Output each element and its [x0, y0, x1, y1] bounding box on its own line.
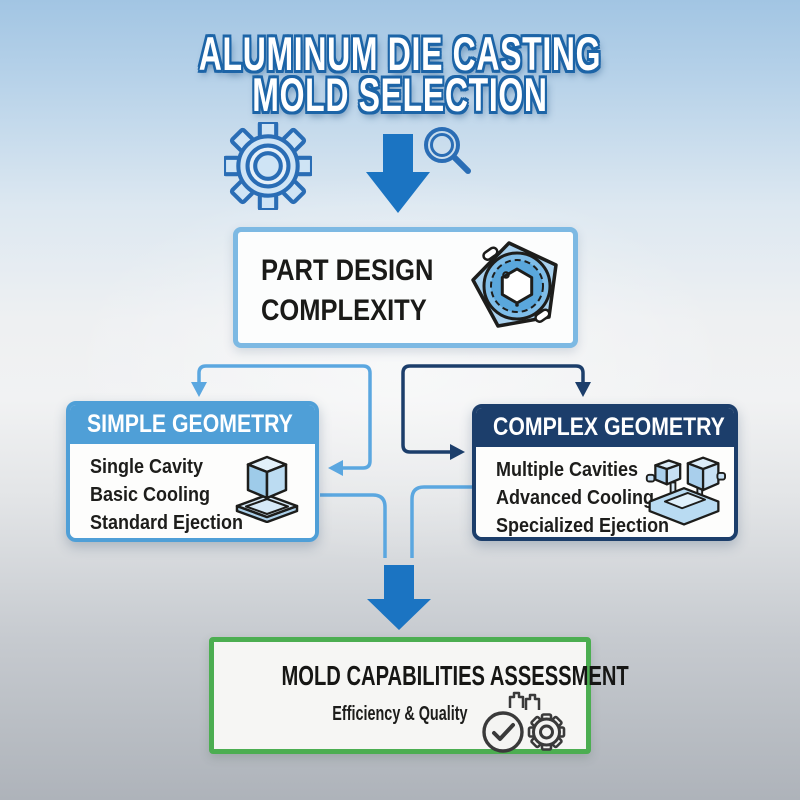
simple-geometry-body: Single Cavity Basic Cooling Standard Eje…: [70, 444, 315, 538]
arrowhead-left: [328, 460, 343, 476]
list-item: Standard Ejection: [90, 512, 244, 534]
check-circle-icon: [482, 711, 524, 753]
list-item: Advanced Cooling: [496, 487, 655, 509]
simple-geometry-header-label: SIMPLE GEOMETRY: [87, 410, 293, 438]
gear-icon: [527, 713, 566, 751]
magnifier-icon: [424, 127, 471, 174]
assessment-title: MOLD CAPABILITIES ASSESSMENT: [214, 660, 629, 692]
gear-icon: [224, 122, 312, 210]
list-item: Basic Cooling: [90, 484, 211, 506]
decision-label-line1: PART DESIGN: [261, 254, 434, 287]
assessment-title-text: MOLD CAPABILITIES ASSESSMENT: [281, 660, 629, 691]
mold-block-icon: [524, 693, 541, 710]
list-item: Multiple Cavities: [496, 459, 639, 481]
decision-box-part-design-complexity: PART DESIGN COMPLEXITY: [233, 227, 578, 348]
complex-geometry-header-label: COMPLEX GEOMETRY: [493, 413, 725, 441]
page-title-line2: MOLD SELECTION: [252, 68, 548, 121]
page-title-line1: ALUMINUM DIE CASTING: [198, 27, 602, 80]
cube-mold-icon: [235, 455, 299, 523]
down-arrow: [367, 565, 431, 630]
decision-box-label: PART DESIGN COMPLEXITY: [261, 251, 464, 331]
quality-check-gear-icons: [482, 691, 566, 753]
assessment-subtitle-text: Efficiency & Quality: [332, 703, 468, 725]
mold-block-icon: [508, 691, 525, 708]
machined-part-icon: [471, 241, 558, 328]
arrowhead-down: [191, 382, 207, 397]
assessment-box-mold-capabilities: MOLD CAPABILITIES ASSESSMENT Efficiency …: [209, 637, 629, 754]
connector-complex-down: [410, 485, 472, 558]
decision-label-line2: COMPLEXITY: [261, 294, 427, 327]
arrowhead-down: [575, 382, 591, 397]
arrowhead-right: [450, 444, 465, 460]
branch-box-simple-geometry: SIMPLE GEOMETRY Single Cavity Basic Cool…: [66, 401, 319, 542]
assessment-subtitle: Efficiency & Quality: [214, 703, 586, 726]
complex-geometry-header: COMPLEX GEOMETRY: [476, 408, 734, 447]
connector-to-complex: [401, 364, 585, 454]
list-item: Specialized Ejection: [496, 515, 670, 537]
connector-to-simple: [197, 364, 372, 470]
list-item: Single Cavity: [90, 456, 204, 478]
die-mold-icon: [645, 456, 726, 526]
branch-box-complex-geometry: COMPLEX GEOMETRY Multiple Cavities Advan…: [472, 404, 738, 541]
connector-simple-down: [320, 493, 387, 558]
complex-geometry-body: Multiple Cavities Advanced Cooling Speci…: [476, 447, 734, 537]
down-arrow: [366, 134, 430, 213]
simple-geometry-header: SIMPLE GEOMETRY: [70, 405, 315, 444]
page-title: ALUMINUM DIE CASTING MOLD SELECTION: [0, 27, 800, 121]
